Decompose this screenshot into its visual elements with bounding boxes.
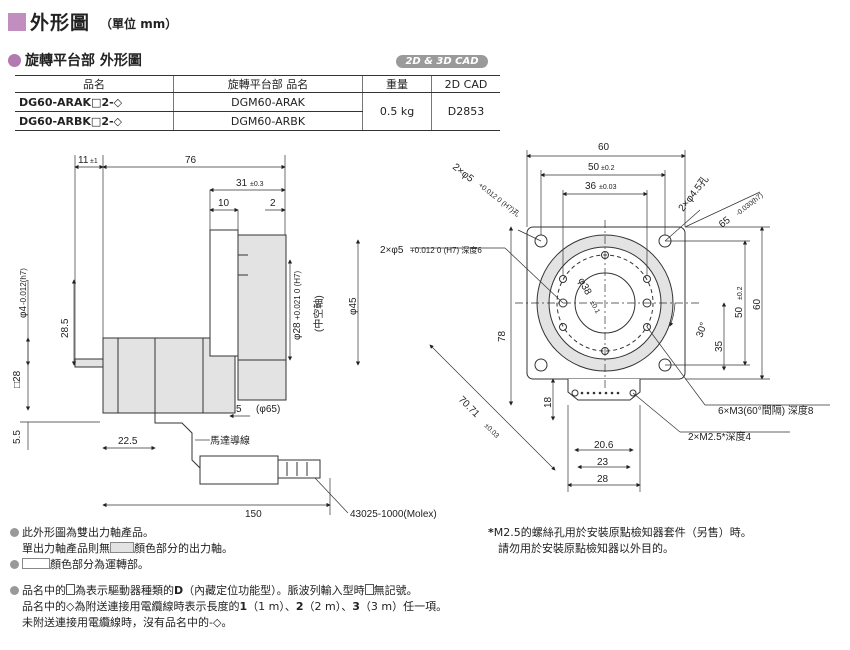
dimension-drawing: 11 ±1 76 31 ±0.3 10 2 φ4 -0.012(h7) 28.5… xyxy=(12,142,830,520)
front-view xyxy=(526,226,686,401)
cad-value[interactable]: D2853 xyxy=(431,92,500,131)
dim-label: 36 xyxy=(585,181,597,192)
rotary-table xyxy=(209,229,239,357)
dim-label: 2×φ5 xyxy=(450,162,476,185)
svg-text:-0.030(h7): -0.030(h7) xyxy=(735,192,765,217)
section-title: 旋轉平台部 外形圖 xyxy=(25,53,142,69)
section-header: 旋轉平台部 外形圖 xyxy=(8,50,142,70)
dim-label: φ4 xyxy=(18,306,29,318)
page-title: 外形圖 xyxy=(30,12,91,34)
dim-label: 150 xyxy=(245,509,262,520)
dim-label: 2×φ5 xyxy=(380,245,404,256)
svg-text:±0.03: ±0.03 xyxy=(483,422,500,439)
table-row: DG60-ARBK□2-◇ DGM60-ARBK xyxy=(15,111,500,131)
dim-label: 6×M3(60°間隔) 深度8 xyxy=(718,404,814,417)
svg-text:±0.2: ±0.2 xyxy=(737,286,744,300)
bullet-icon xyxy=(10,528,19,537)
weight-value: 0.5 kg xyxy=(362,92,432,131)
dim-label: 76 xyxy=(185,155,197,166)
dim-label: 28 xyxy=(597,474,609,485)
dim-label: 2×φ4.5孔 xyxy=(676,174,711,214)
dim-label: 20.6 xyxy=(594,440,614,451)
col-header-cad: 2D CAD xyxy=(431,75,500,93)
dim-label: 5.5 xyxy=(12,430,23,444)
svg-text:±0.3: ±0.3 xyxy=(250,181,264,188)
dim-label: 2 xyxy=(270,198,276,209)
dim-label: 2×M2.5*深度4 xyxy=(688,430,752,443)
svg-text:+0.012 0 (H7) 深度6: +0.012 0 (H7) 深度6 xyxy=(410,245,482,255)
svg-text:-0.012(h7): -0.012(h7) xyxy=(19,268,28,305)
connector-body xyxy=(277,459,321,479)
notes-left: 此外形圖為雙出力軸產品。 單出力軸產品則無顏色部分的出力軸。 顏色部分為運轉部。… xyxy=(10,525,447,631)
front-dim-labels: 60 50 ±0.2 36 ±0.03 2×φ5 +0.012 0 (H7)孔 … xyxy=(380,142,814,485)
svg-text:±1: ±1 xyxy=(90,158,98,165)
motor-cable-label: 馬達導線 xyxy=(210,434,250,447)
shaded-swatch xyxy=(110,542,134,553)
dim-label: 28.5 xyxy=(60,318,71,338)
bullet-icon xyxy=(10,560,19,569)
dim-label: 11 xyxy=(78,155,89,166)
notes-right: *M2.5的螺絲孔用於安裝原點檢知器套件（另售）時。 請勿用於安裝原點檢知器以外… xyxy=(488,526,752,555)
svg-text:+0.021 0 (H7): +0.021 0 (H7) xyxy=(293,271,302,320)
col-header-weight: 重量 xyxy=(362,75,432,93)
svg-text:+0.012 0 (H7)孔: +0.012 0 (H7)孔 xyxy=(477,181,521,218)
svg-text:±0.2: ±0.2 xyxy=(601,165,615,172)
side-view xyxy=(74,229,321,485)
output-shaft xyxy=(74,358,104,368)
dim-label: 78 xyxy=(497,330,508,342)
unit-label: （單位 mm） xyxy=(100,17,178,31)
dim-label: 60 xyxy=(598,142,610,153)
dim-label: □28 xyxy=(12,370,23,388)
connector-label: 43025-1000(Molex) xyxy=(350,509,437,520)
dim-label: 50 xyxy=(588,162,600,173)
page-header: 外形圖 （單位 mm） xyxy=(8,8,177,35)
asterisk-icon: * xyxy=(488,526,494,539)
bullet-icon xyxy=(8,53,21,67)
dim-label: 23 xyxy=(597,457,609,468)
bullet-icon xyxy=(10,586,19,595)
dim-label: 31 xyxy=(236,178,248,189)
table-header-row: 品名 旋轉平台部 品名 重量 2D CAD xyxy=(15,75,500,93)
dim-label: φ28 xyxy=(292,322,303,340)
dim-label: 18 xyxy=(543,396,554,408)
product-name: DG60-ARAK□2-◇ xyxy=(15,92,174,112)
header-color-block xyxy=(8,12,26,31)
dim-label: 35 xyxy=(714,340,725,352)
dim-label: 10 xyxy=(218,198,230,209)
white-swatch xyxy=(22,558,50,569)
product-name: DG60-ARBK□2-◇ xyxy=(15,111,174,131)
svg-text:±0.03: ±0.03 xyxy=(599,184,617,191)
dim-label: (中空軸) xyxy=(312,295,325,332)
box-symbol xyxy=(364,584,374,595)
col-header-name: 品名 xyxy=(15,75,174,93)
dim-label: φ45 xyxy=(348,297,359,315)
dim-label: 30° xyxy=(694,321,710,339)
dim-label: (φ65) xyxy=(256,404,280,415)
table-product-name: DGM60-ARAK xyxy=(173,92,363,112)
side-dim-labels: 11 ±1 76 31 ±0.3 10 2 φ4 -0.012(h7) 28.5… xyxy=(12,155,437,520)
table-row: DG60-ARAK□2-◇ DGM60-ARAK 0.5 kg D2853 xyxy=(15,92,500,131)
box-symbol xyxy=(66,584,75,595)
dim-label: 50 xyxy=(734,306,745,318)
motor-cable-sheath xyxy=(199,455,279,485)
spec-table: 品名 旋轉平台部 品名 重量 2D CAD DG60-ARAK□2-◇ DGM6… xyxy=(15,75,500,131)
table-product-name: DGM60-ARBK xyxy=(173,111,363,131)
dim-label: 70.71 xyxy=(456,394,482,420)
cad-badge[interactable]: 2D & 3D CAD xyxy=(396,55,488,68)
dim-label: 22.5 xyxy=(118,436,138,447)
col-header-table-name: 旋轉平台部 品名 xyxy=(173,75,363,93)
dim-label: 60 xyxy=(752,298,763,310)
dim-label: 65 xyxy=(717,215,733,231)
dim-label: 5 xyxy=(236,404,242,415)
